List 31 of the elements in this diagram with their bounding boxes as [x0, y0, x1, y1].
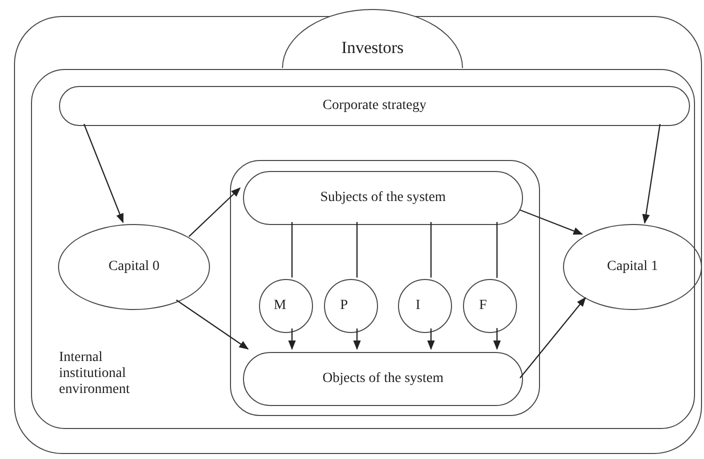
node-label: Capital 1 — [607, 258, 658, 276]
ellipse-node — [324, 279, 378, 333]
node-label: P — [340, 298, 348, 314]
ellipse-node — [463, 279, 517, 333]
node-label: Internal institutional environment — [59, 350, 131, 398]
ellipse-node — [398, 279, 452, 333]
ellipse-node — [58, 224, 210, 310]
node-label: Investors — [341, 38, 404, 58]
arrow — [520, 296, 586, 378]
rounded-box — [243, 352, 523, 406]
arrow — [493, 328, 501, 350]
node-label: Objects of the system — [322, 370, 444, 388]
arrow — [642, 124, 661, 224]
region-box — [230, 160, 540, 416]
node-label: M — [274, 298, 286, 314]
arrow — [353, 328, 361, 350]
ellipse-node — [563, 224, 702, 310]
arrow — [176, 299, 249, 350]
arrow — [83, 124, 124, 224]
rounded-box — [243, 171, 523, 225]
arrow — [188, 187, 241, 237]
node-label: Corporate strategy — [322, 98, 426, 114]
arrow — [427, 328, 435, 350]
arrow — [520, 209, 583, 235]
node-label: F — [479, 298, 487, 314]
node-label: Subjects of the system — [320, 190, 446, 206]
ellipse-node — [259, 279, 313, 333]
arrow — [288, 328, 296, 350]
rounded-box — [59, 86, 690, 126]
node-label: I — [416, 298, 420, 314]
node-label: Capital 0 — [108, 258, 160, 276]
